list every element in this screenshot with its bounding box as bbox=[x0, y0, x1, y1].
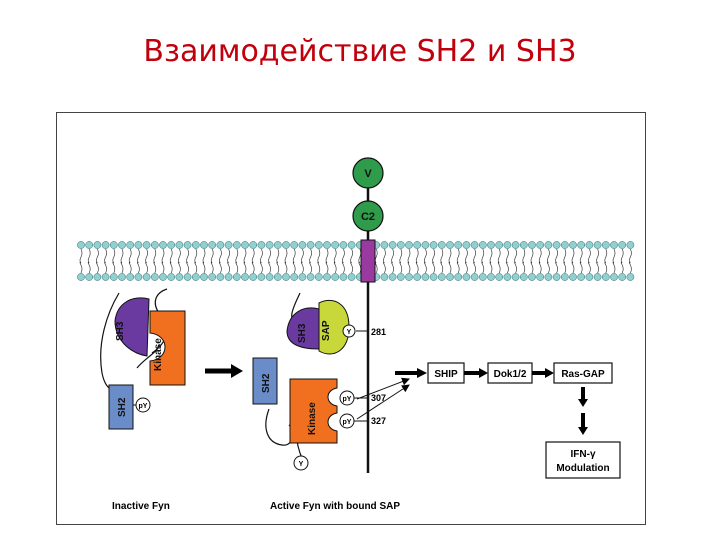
v-domain-label: V bbox=[364, 168, 372, 180]
sh2-label-inactive: SH2 bbox=[117, 397, 128, 417]
membrane bbox=[77, 241, 635, 281]
sh3-label-inactive: SH3 bbox=[115, 321, 126, 341]
signaling-pathway: SHIP Dok1/2 Ras-GAP IFN-γ Modulation bbox=[395, 362, 621, 479]
caption-inactive: Inactive Fyn bbox=[112, 501, 170, 512]
py-label-327: pY bbox=[343, 419, 352, 426]
ifn-label-line1: IFN-γ bbox=[571, 449, 596, 460]
rasgap-label: Ras-GAP bbox=[561, 369, 605, 380]
page-title: Взаимодействие SH2 и SH3 bbox=[143, 34, 577, 69]
sh2-label-active: SH2 bbox=[261, 373, 272, 393]
sh2-domain-active bbox=[252, 357, 278, 405]
residue-307: 307 bbox=[371, 393, 386, 403]
inactive-fyn: SH3 Kinase SH2 pY bbox=[100, 288, 186, 430]
ship-label: SHIP bbox=[434, 369, 458, 380]
py-site-inactive bbox=[135, 397, 151, 413]
kinase-domain-active bbox=[289, 378, 338, 444]
receptor-v-domain bbox=[352, 157, 384, 189]
caption-active: Active Fyn with bound SAP bbox=[270, 501, 400, 512]
sh2-sh3-diagram: V C2 281 307 327 SH3 Kinase SH2 pY SH3 S… bbox=[77, 157, 635, 512]
ifn-modulation-node bbox=[545, 441, 621, 479]
y-site-281 bbox=[342, 324, 356, 338]
c2-domain-label: C2 bbox=[361, 211, 375, 223]
transmembrane-segment bbox=[360, 239, 376, 283]
sh3-domain-inactive bbox=[114, 297, 150, 357]
y-label-tail: Y bbox=[299, 461, 304, 468]
residue-327: 327 bbox=[371, 416, 386, 426]
sh3-label-active: SH3 bbox=[297, 323, 308, 343]
dok-label: Dok1/2 bbox=[494, 369, 527, 380]
residue-281: 281 bbox=[371, 327, 386, 337]
y-site-tail bbox=[293, 455, 309, 471]
sh2-domain-inactive bbox=[108, 384, 134, 430]
receptor-c2-domain bbox=[352, 200, 384, 232]
kinase-domain-inactive bbox=[149, 310, 186, 386]
y-label-281: Y bbox=[347, 329, 352, 336]
kinase-label-inactive: Kinase bbox=[153, 338, 164, 371]
py-label-307: pY bbox=[343, 396, 352, 403]
kinase-label-active: Kinase bbox=[307, 402, 318, 435]
py-label-inactive: pY bbox=[139, 403, 148, 410]
ifn-label-line2: Modulation bbox=[556, 463, 609, 474]
figure-frame: V C2 281 307 327 SH3 Kinase SH2 pY SH3 S… bbox=[56, 112, 646, 525]
sap-label: SAP bbox=[321, 320, 332, 341]
active-fyn: SH3 SAP Y SH2 Kinase pY pY Y bbox=[252, 292, 368, 471]
rasgap-node bbox=[553, 362, 613, 384]
